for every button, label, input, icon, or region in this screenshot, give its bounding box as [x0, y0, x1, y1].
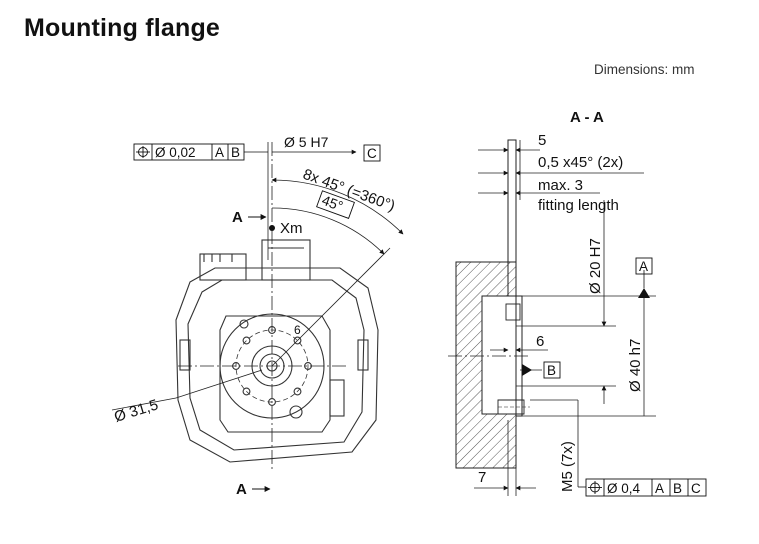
- section-dim-fitting: fitting length: [538, 197, 619, 214]
- section-view: [455, 139, 530, 469]
- svg-text:A: A: [215, 145, 224, 160]
- datum-b-triangle: [522, 364, 532, 376]
- section-dim-step: 6: [536, 333, 544, 350]
- front-view: [175, 239, 379, 463]
- section-title: A - A: [570, 109, 604, 126]
- housing-outline: [175, 267, 379, 463]
- svg-text:B: B: [231, 145, 240, 160]
- section-mark-bottom: A: [236, 481, 271, 498]
- section-mark-top: A: [232, 209, 267, 226]
- xm-label: Xm: [280, 220, 303, 237]
- section-dim-thread: M5 (7x): [559, 441, 576, 492]
- page-title: Mounting flange: [24, 14, 221, 42]
- section-datum-a-box: A: [635, 257, 653, 275]
- pin-hole-dimension: Ø 5 H7: [284, 134, 329, 150]
- datum-a-triangle: [638, 288, 650, 298]
- connector-block: [199, 253, 247, 281]
- position-tolerance-frame-front: Ø 0,02 A B: [133, 143, 268, 161]
- datum-c-box: C: [363, 144, 381, 162]
- svg-text:B: B: [673, 481, 682, 496]
- section-dim-chamfer: 0,5 x45° (2x): [538, 154, 623, 171]
- section-datum-b-box: B: [543, 361, 561, 379]
- svg-text:A: A: [655, 481, 664, 496]
- position-tolerance-frame-section: Ø 0,4 A B C: [578, 478, 707, 497]
- section-dim-bottom: 7: [478, 469, 486, 486]
- svg-text:C: C: [367, 146, 377, 161]
- basic-angle-box: 45°: [316, 190, 355, 219]
- svg-text:Ø 0,02: Ø 0,02: [155, 145, 196, 160]
- section-dim-depth: 5: [538, 132, 546, 149]
- svg-text:A: A: [232, 209, 243, 226]
- angular-pattern-label: 8x 45° (=360°): [301, 166, 398, 215]
- hub-label: 6: [294, 323, 301, 337]
- units-note: Dimensions: mm: [594, 62, 695, 77]
- section-dim-outer: Ø 40 h7: [627, 339, 644, 392]
- svg-text:B: B: [547, 363, 556, 378]
- svg-text:Ø 0,4: Ø 0,4: [607, 481, 641, 496]
- housing-inner-outline: [187, 279, 365, 451]
- section-dim-bore: Ø 20 H7: [587, 238, 604, 294]
- xm-point: [269, 225, 275, 231]
- svg-text:C: C: [691, 481, 701, 496]
- svg-text:45°: 45°: [320, 192, 345, 214]
- bolt-circle-dimension: Ø 31,5: [112, 396, 160, 425]
- section-dim-max: max. 3: [538, 177, 583, 194]
- svg-text:A: A: [639, 259, 648, 274]
- connector-block-2: [261, 239, 311, 281]
- svg-text:A: A: [236, 481, 247, 498]
